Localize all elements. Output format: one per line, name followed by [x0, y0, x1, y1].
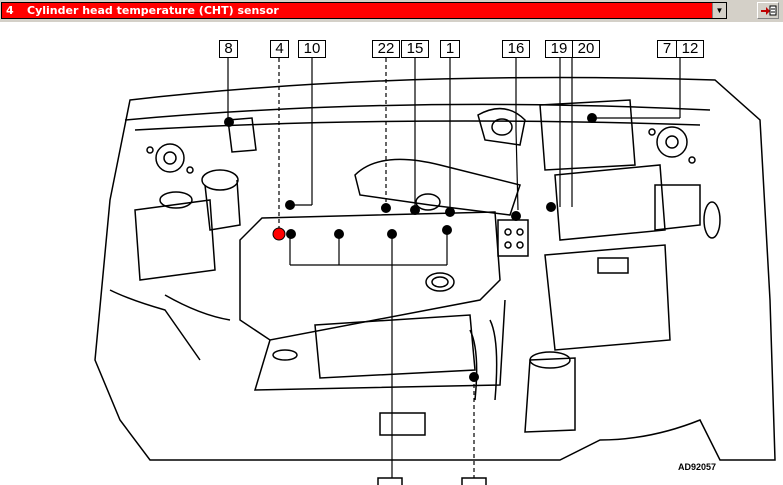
callout-8[interactable]: 8: [219, 40, 238, 58]
callout-22[interactable]: 22: [372, 40, 400, 58]
selected-sensor-marker: [272, 227, 286, 241]
component-title: Cylinder head temperature (CHT) sensor: [27, 4, 279, 17]
callout-7[interactable]: 7: [657, 40, 677, 58]
callout-4[interactable]: 4: [270, 40, 289, 58]
component-select[interactable]: 4 Cylinder head temperature (CHT) sensor…: [1, 2, 727, 19]
hood-outline: [94, 76, 776, 461]
chevron-down-icon[interactable]: ▼: [712, 3, 726, 18]
sensor-dot-8: [224, 117, 234, 127]
component-toolbar: 4 Cylinder head temperature (CHT) sensor…: [0, 0, 783, 22]
export-button[interactable]: [757, 2, 779, 19]
export-icon: [761, 5, 777, 16]
callout-12[interactable]: 12: [676, 40, 704, 58]
callout-1[interactable]: 1: [440, 40, 460, 58]
engine-bay-diagram: [94, 58, 776, 485]
front-panel-lower: [134, 120, 701, 131]
callout-15[interactable]: 15: [401, 40, 429, 58]
diagram-code: AD92057: [678, 462, 717, 472]
callout-10[interactable]: 10: [298, 40, 326, 58]
callout-20[interactable]: 20: [572, 40, 600, 58]
callout-16[interactable]: 16: [502, 40, 530, 58]
engine-cover: [239, 211, 501, 341]
front-panel: [124, 103, 711, 121]
component-number: 4: [6, 4, 14, 17]
callout-19[interactable]: 19: [545, 40, 573, 58]
